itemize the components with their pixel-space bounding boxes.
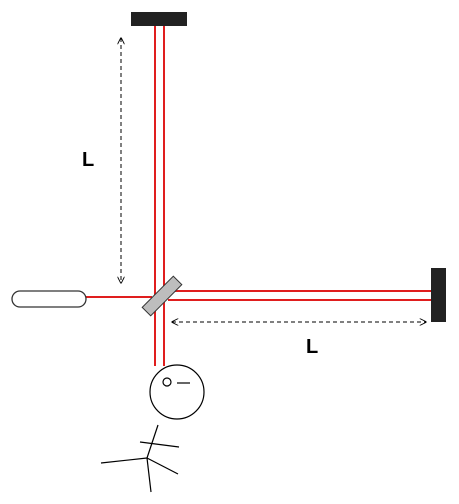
horizontal-arm-beams: [160, 290, 432, 301]
horizontal-arm-length-label: L: [306, 336, 319, 358]
stick-figure-observer-icon: [100, 364, 205, 493]
observer-body: [146, 457, 152, 493]
beam-splitter-icon: [141, 275, 183, 317]
vertical-arm-length-label: L: [82, 149, 95, 171]
observer-head: [149, 364, 205, 420]
observer-arm-left: [100, 457, 148, 464]
observer-eye: [162, 377, 172, 387]
observer-neck: [146, 424, 159, 459]
mirror-top-icon: [131, 12, 187, 26]
laser-tube-icon: [11, 290, 87, 308]
observer-shoulders: [139, 441, 180, 448]
observer-arm-right: [146, 457, 179, 475]
mirror-right-icon: [431, 268, 446, 322]
vertical-arm-beams: [154, 26, 165, 366]
